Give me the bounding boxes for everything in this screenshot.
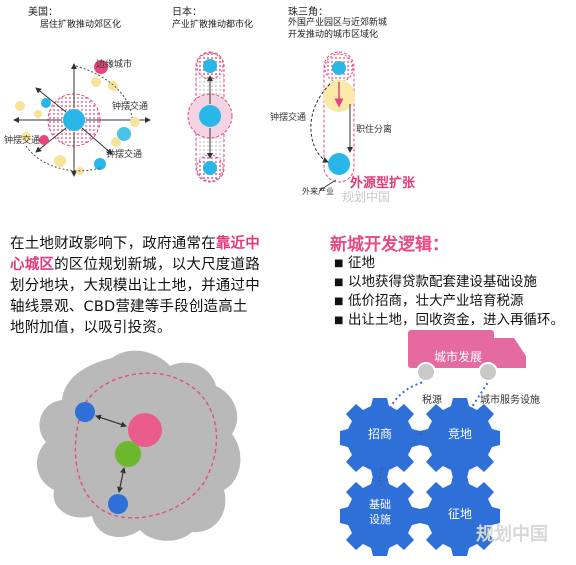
gear-label-bid: 竞地 <box>447 427 472 441</box>
watermark-top: 规划中国 <box>342 190 391 204</box>
japan-subtitle: 产业扩散推动都市化 <box>172 20 254 30</box>
usa-commute-bottom-label: 钟摆交通 <box>106 150 143 160</box>
prd-separation-label: 职住分离 <box>356 125 393 135</box>
tax-label: 税源 <box>422 395 442 406</box>
development-cycle-diagram <box>340 330 526 556</box>
policy-text-part-2: 的区位规划新城，以大尺度道路划分地块，大规模出让土地，并通过中轴线景观、CBD营… <box>10 257 260 336</box>
prd-diagram <box>310 51 355 191</box>
logic-title: 新城开发逻辑： <box>330 235 449 255</box>
usa-edge-city-label: 边缘城市 <box>96 60 133 70</box>
prd-migrant-label: 外来产业 <box>302 187 334 196</box>
prd-subtitle-2: 开发推动的城市区域化 <box>288 30 379 40</box>
usa-subtitle: 居住扩散推动郊区化 <box>40 20 122 30</box>
usa-commute-right-label: 钟摆交通 <box>112 102 149 112</box>
policy-highlight: 靠近中心城区 <box>10 236 260 273</box>
truck-label: 城市发展 <box>434 350 483 364</box>
japan-title: 日本： <box>172 7 202 18</box>
usa-title: 美国： <box>28 7 58 18</box>
prd-title: 珠三角： <box>288 7 328 18</box>
gear-label-acquire: 征地 <box>447 507 472 521</box>
policy-text-part-1: 在土地财政影响下，政府通常在 <box>10 236 216 252</box>
policy-paragraph: 在土地财政影响下，政府通常在靠近中心城区的区位规划新城，以大尺度道路划分地块，大… <box>10 234 262 339</box>
services-label: 城市服务设施 <box>480 395 540 406</box>
gear-label-infrastructure: 基础设施 <box>369 498 391 526</box>
gear-label-recruit: 招商 <box>367 427 392 441</box>
newtown-blob-diagram <box>36 350 241 541</box>
logic-item: 以地获得贷款配套建设基础设施 <box>334 273 576 292</box>
logic-list: 征地 以地获得贷款配套建设基础设施 低价招商，壮大产业培育税源 出让土地，回收资… <box>334 254 576 330</box>
prd-subtitle-1: 外国产业园区与近郊新城 <box>288 18 388 28</box>
prd-commute-label: 钟摆交通 <box>270 113 307 123</box>
logic-item: 低价招商，壮大产业培育税源 <box>334 292 576 311</box>
japan-diagram <box>187 51 233 183</box>
logic-item: 征地 <box>334 254 576 273</box>
prd-expansion-label: 外源型扩张 <box>350 176 416 191</box>
usa-commute-left-label: 钟摆交通 <box>4 136 41 146</box>
watermark-bottom: 规划中国 <box>476 524 548 545</box>
usa-diagram <box>13 60 151 177</box>
logic-item: 出让土地，回收资金，进入再循环。 <box>334 311 576 330</box>
